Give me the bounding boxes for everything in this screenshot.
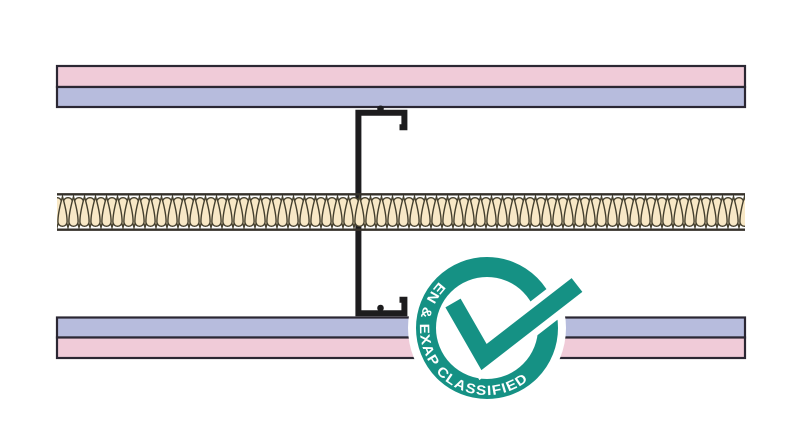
- top-boards: [55, 64, 747, 109]
- bottom-boards: [55, 316, 747, 360]
- classification-badge: EN & EXAP CLASSIFIED: [408, 249, 587, 407]
- checkmark-icon: [445, 278, 583, 371]
- insulation-layer: [57, 193, 745, 231]
- insulation-hatch: [57, 193, 745, 231]
- top-board-inner: [55, 85, 747, 109]
- screw-point-top: [377, 105, 384, 113]
- bottom-board-inner: [55, 316, 747, 339]
- bottom-board-outer: [55, 336, 747, 360]
- top-board-outer: [55, 64, 747, 89]
- badge-ring: [416, 257, 558, 399]
- screw-point-bottom: [377, 304, 384, 312]
